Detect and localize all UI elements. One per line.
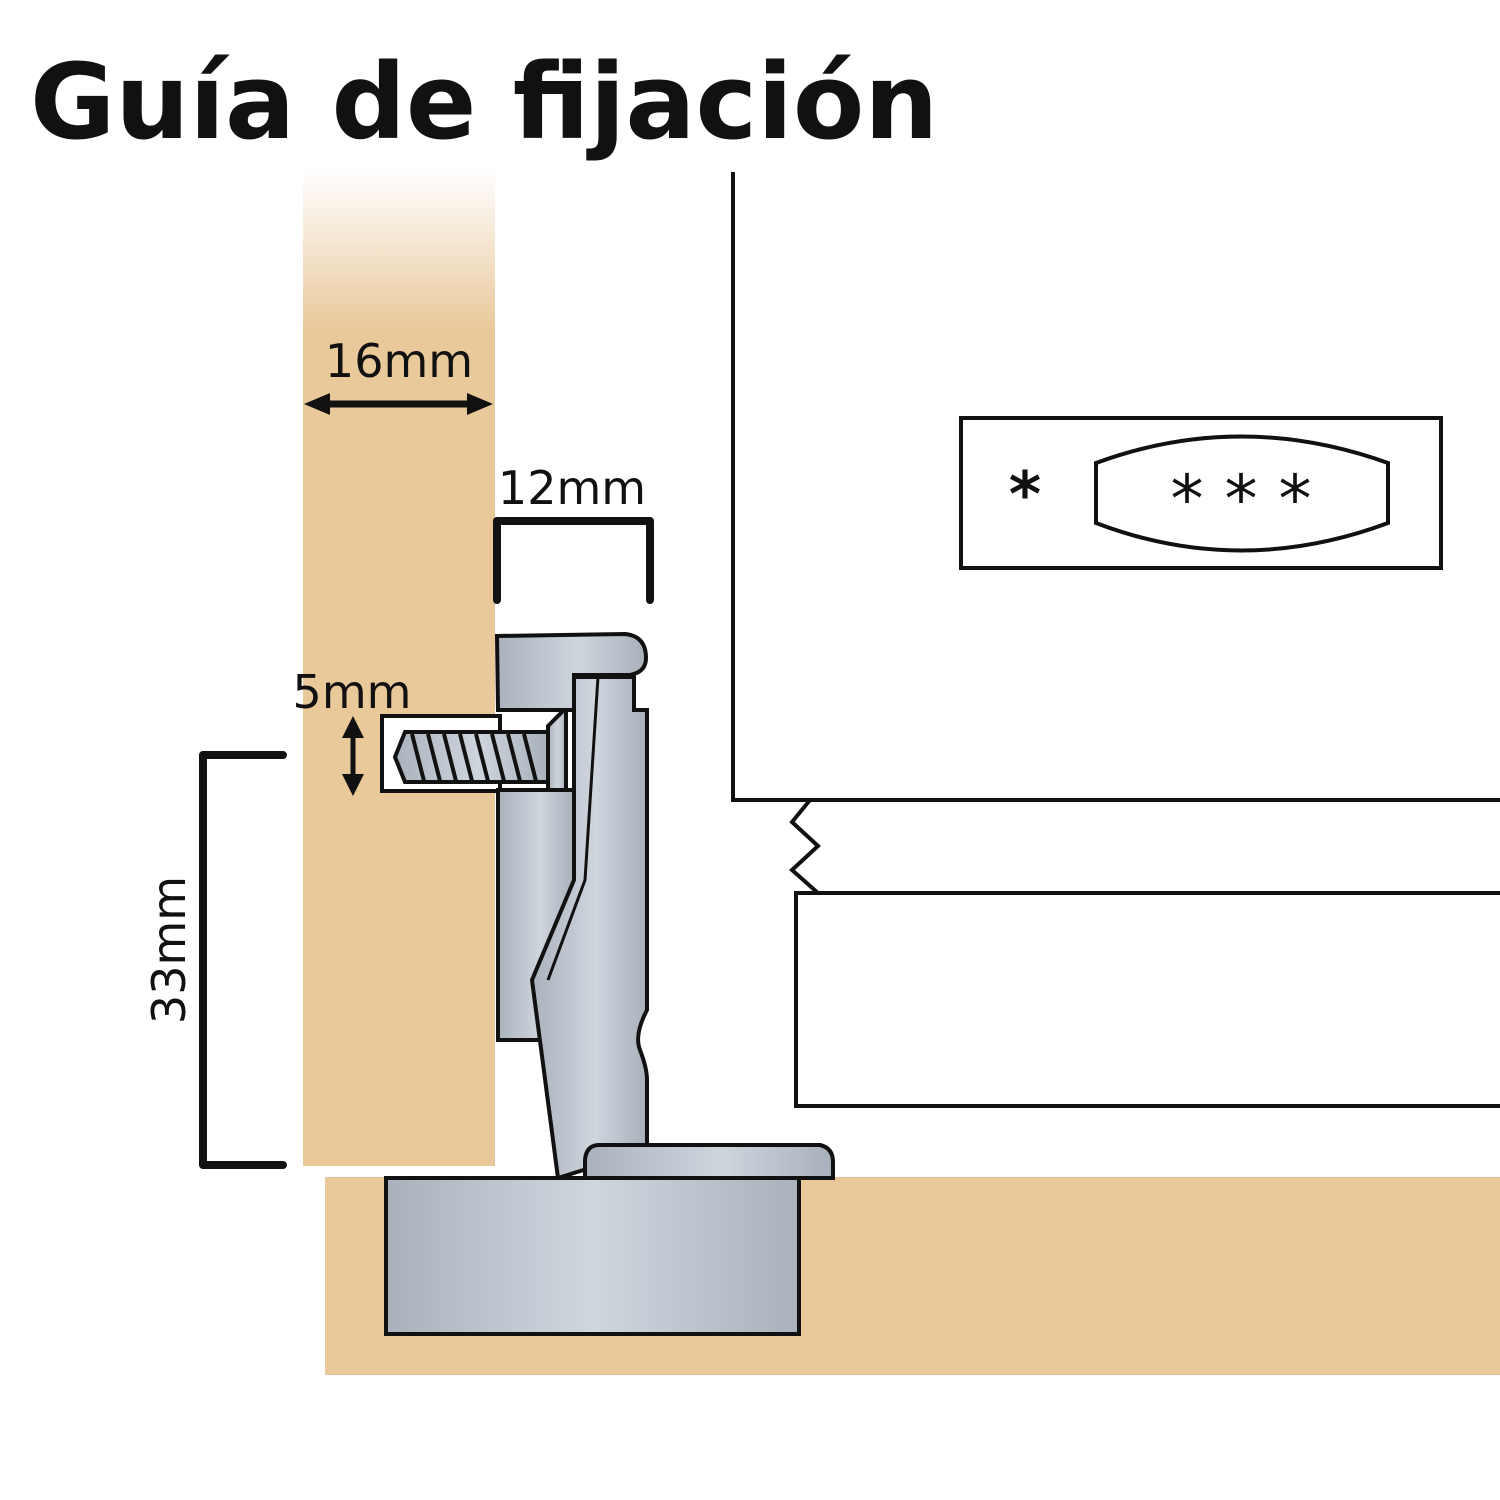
product-label: * * * * <box>959 416 1443 570</box>
dimension-33mm: 33mm <box>142 751 287 1169</box>
label-mark: * <box>1009 458 1041 531</box>
dimension-12mm: 12mm <box>493 461 654 604</box>
screw <box>380 703 568 811</box>
catch-base <box>384 1143 835 1336</box>
dimension-33mm-label: 33mm <box>142 876 196 1024</box>
dimension-5mm: 5mm <box>293 665 412 796</box>
door-outline <box>731 172 1500 802</box>
dimension-16mm: 16mm <box>304 334 493 415</box>
page-title: Guía de fijación <box>30 41 938 163</box>
dimension-16mm-label: 16mm <box>325 334 473 388</box>
label-stars: * * * <box>1171 461 1312 538</box>
dimension-5mm-label: 5mm <box>293 665 412 719</box>
catch-bracket <box>494 631 649 1181</box>
lower-rail <box>789 798 1500 1108</box>
dimension-12mm-label: 12mm <box>498 461 646 515</box>
